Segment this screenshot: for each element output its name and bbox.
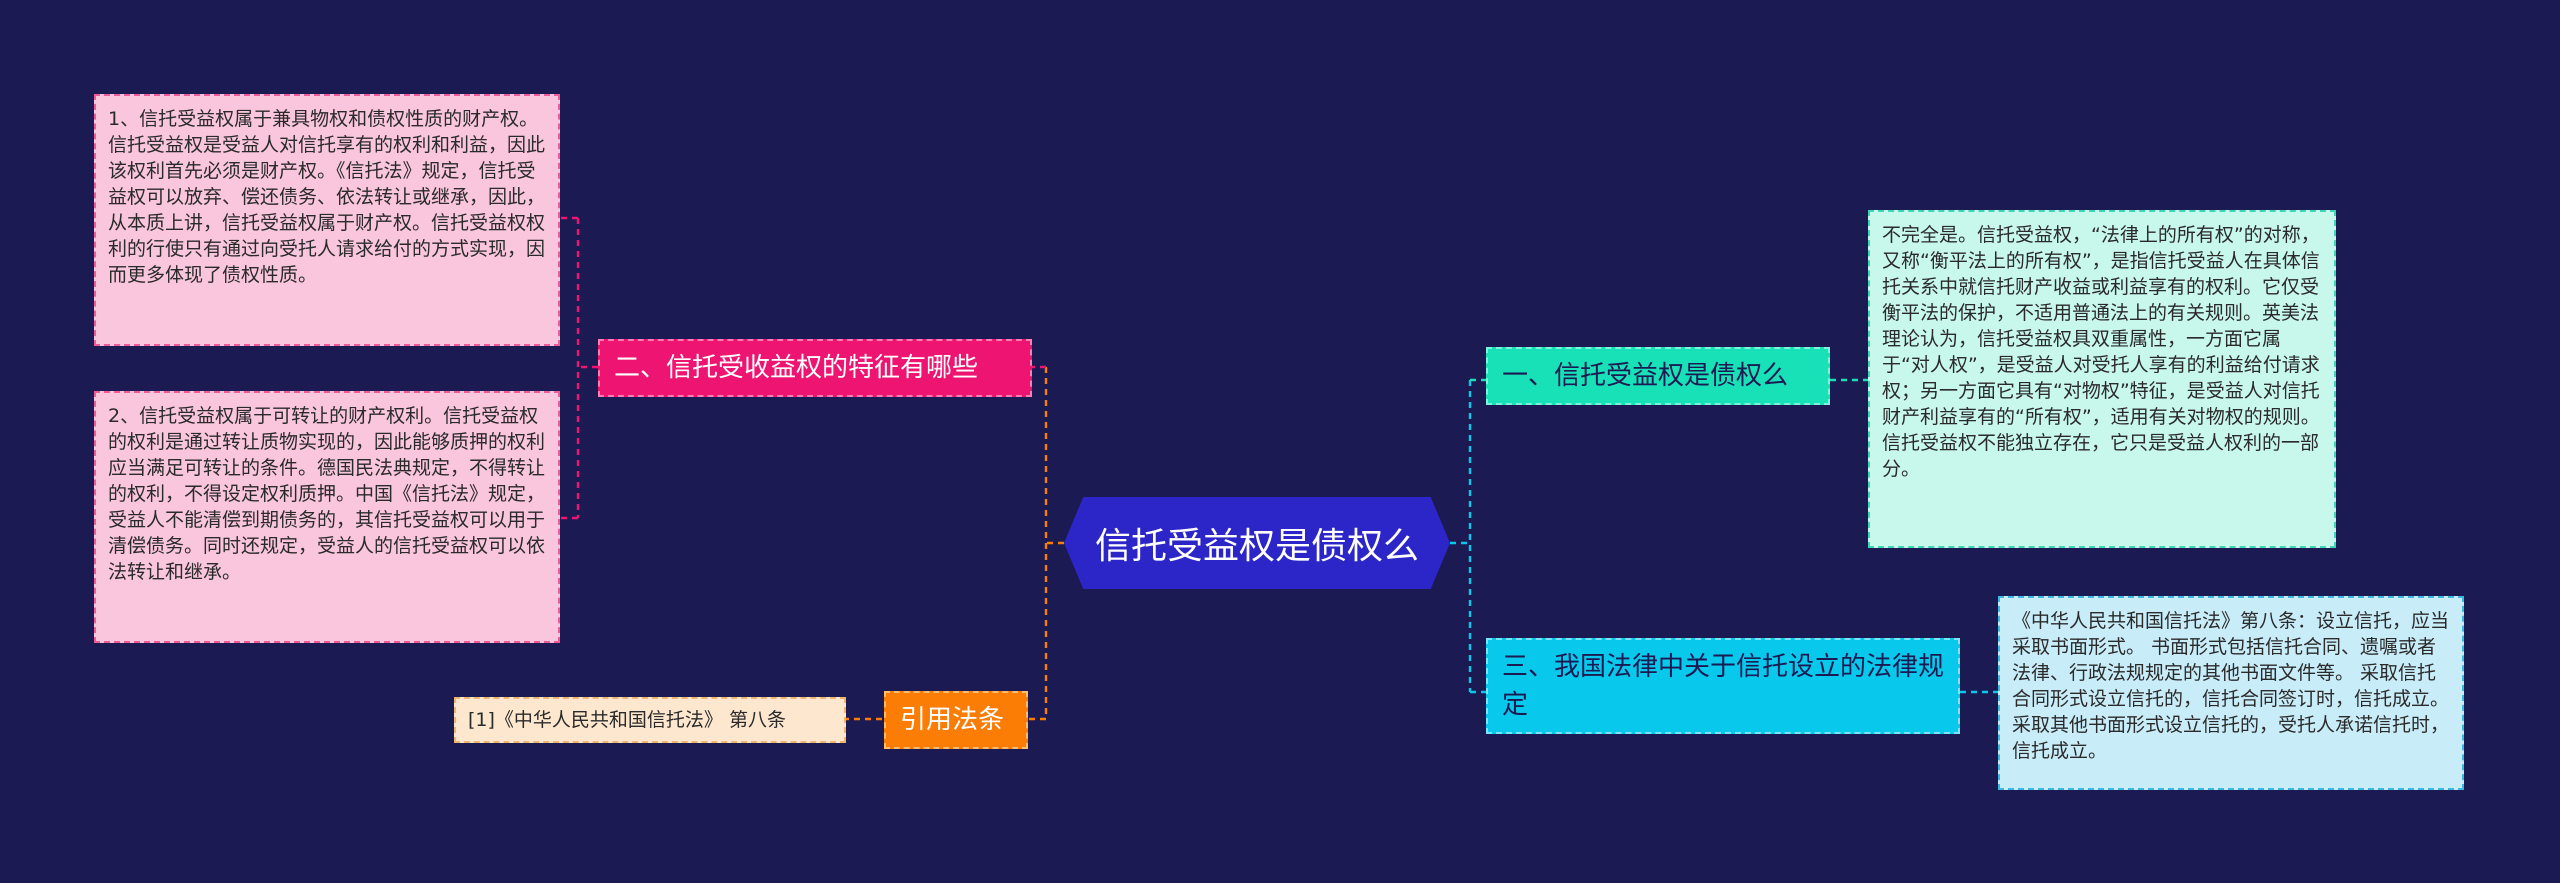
branch-law-label: 三、我国法律中关于信托设立的法律规定: [1502, 652, 1945, 720]
branch-law[interactable]: 三、我国法律中关于信托设立的法律规定: [1486, 638, 1960, 734]
central-topic-label: 信托受益权是债权么: [1094, 526, 1419, 567]
branch-is-debt-label: 一、信托受益权是债权么: [1502, 361, 1789, 391]
branch-features-label: 二、信托受收益权的特征有哪些: [614, 353, 979, 383]
features-item-2: 2、信托受益权属于可转让的财产权利。信托受益权的权利是通过转让质物实现的，因此能…: [94, 391, 560, 643]
features-item-1-text: 1、信托受益权属于兼具物权和债权性质的财产权。信托受益权是受益人对信托享有的权利…: [108, 108, 546, 286]
law-item-1-text: 《中华人民共和国信托法》第八条：设立信托，应当采取书面形式。 书面形式包括信托合…: [2012, 610, 2450, 762]
branch-citation-label: 引用法条: [900, 705, 1005, 735]
citation-item-1-text: [1]《中华人民共和国信托法》 第八条: [468, 709, 786, 731]
branch-is-debt[interactable]: 一、信托受益权是债权么: [1486, 347, 1830, 405]
branch-citation[interactable]: 引用法条: [884, 691, 1028, 749]
citation-item-1: [1]《中华人民共和国信托法》 第八条: [454, 697, 846, 743]
law-item-1: 《中华人民共和国信托法》第八条：设立信托，应当采取书面形式。 书面形式包括信托合…: [1998, 596, 2464, 790]
branch-features[interactable]: 二、信托受收益权的特征有哪些: [598, 339, 1032, 397]
features-item-1: 1、信托受益权属于兼具物权和债权性质的财产权。信托受益权是受益人对信托享有的权利…: [94, 94, 560, 346]
features-item-2-text: 2、信托受益权属于可转让的财产权利。信托受益权的权利是通过转让质物实现的，因此能…: [108, 405, 546, 583]
is-debt-item-1: 不完全是。信托受益权，“法律上的所有权”的对称，又称“衡平法上的所有权”，是指信…: [1868, 210, 2336, 548]
central-topic[interactable]: 信托受益权是债权么: [1064, 497, 1450, 589]
connector-features-trunk: [560, 216, 598, 520]
is-debt-item-1-text: 不完全是。信托受益权，“法律上的所有权”的对称，又称“衡平法上的所有权”，是指信…: [1882, 224, 2320, 480]
